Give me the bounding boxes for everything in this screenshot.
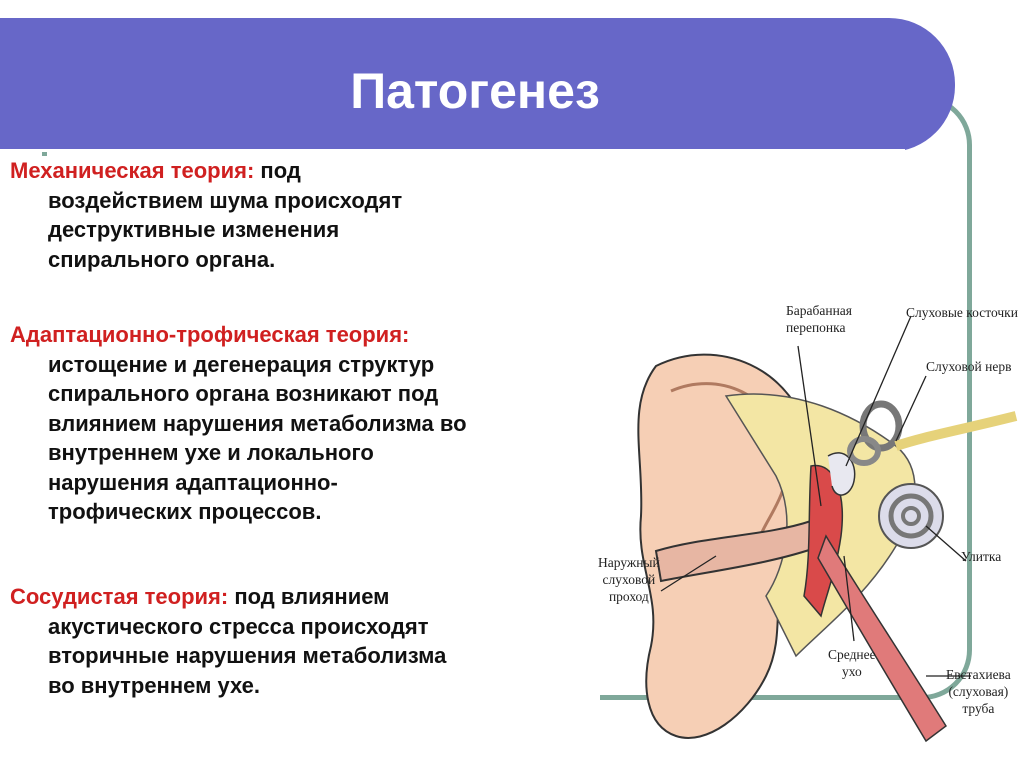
eustachian-tube [817, 534, 948, 743]
label-ossicles: Слуховые косточки [906, 305, 1018, 320]
title-bar: Патогенез [0, 18, 955, 152]
theory-text: вторичные нарушения метаболизма [48, 643, 447, 668]
pointer-line [925, 525, 967, 562]
theory-text: влиянием нарушения метаболизма во [48, 410, 467, 436]
slide-content: Механическая теория: под воздействием шу… [0, 156, 600, 716]
label-eustachian-tube: Евстахиева (слуховая) труба [946, 667, 1011, 716]
ear-drawing [637, 315, 1018, 743]
label-external-canal: Наружный слуховой проход [598, 555, 660, 604]
theory-text: нарушения адаптационно- [48, 469, 338, 495]
label-auditory-nerve: Слуховой нерв [926, 359, 1012, 374]
pointer-line [895, 375, 927, 442]
theory-vascular: Сосудистая теория: под влиянием акустиче… [10, 582, 600, 700]
pointer-line [843, 555, 855, 642]
cochlea-spiral [901, 506, 921, 526]
theory-text: спирального органа возникают под [48, 381, 439, 406]
auditory-nerve [894, 411, 1018, 451]
label-cochlea: Улитка [961, 549, 1002, 564]
cochlea-shape [878, 483, 944, 549]
theory-text: истощение и дегенерация структур [48, 351, 435, 377]
theory-text: трофических процессов. [48, 499, 322, 524]
theory-text: воздействием шума происходят [48, 187, 403, 213]
pointer-line [797, 345, 822, 507]
ossicles-shape [827, 452, 856, 496]
theory-text: внутреннем ухе и локального [48, 440, 374, 465]
theory-text: деструктивные изменения [48, 217, 340, 242]
theory-text: акустического стресса происходят [48, 613, 429, 639]
pointer-line [660, 555, 717, 592]
theory-text: спирального органа. [48, 246, 276, 272]
theory-name: Адаптационно-трофическая теория: [10, 322, 410, 347]
ear-anatomy-illustration: Барабанная перепонка Слуховые косточки С… [596, 296, 1024, 768]
semicircular-canal [847, 436, 881, 466]
theory-text: во внутреннем ухе. [48, 672, 260, 698]
label-eardrum: Барабанная перепонка [786, 303, 852, 335]
pointer-line [845, 315, 912, 467]
theory-adaptive-trophic: Адаптационно-трофическая теория: истощен… [10, 320, 600, 527]
theory-name: Сосудистая теория: [10, 584, 229, 609]
label-middle-ear: Среднее ухо [828, 647, 876, 679]
theory-text: под [260, 158, 301, 183]
theory-mechanical: Механическая теория: под воздействием шу… [10, 156, 600, 274]
cochlea-spiral [888, 493, 934, 539]
theory-name: Механическая теория: [10, 158, 255, 183]
slide-title: Патогенез [350, 63, 600, 119]
title-underline [0, 149, 905, 152]
theory-text: под влиянием [234, 584, 390, 609]
